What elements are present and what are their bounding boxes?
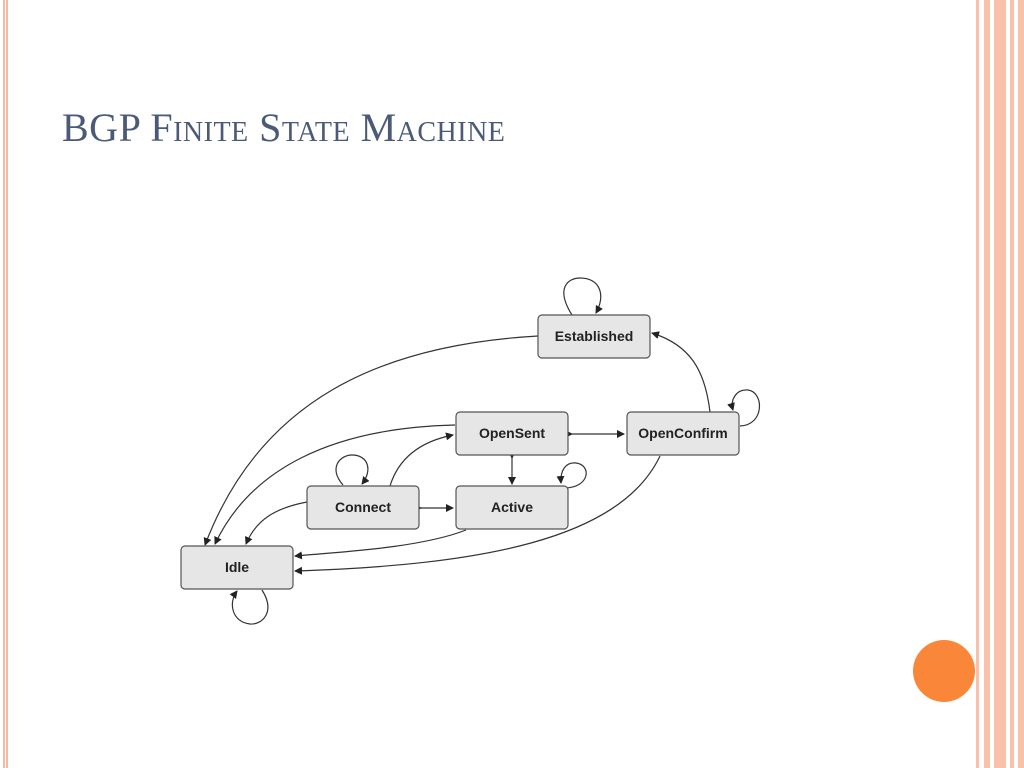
slide-left-border xyxy=(0,0,8,768)
active-to-idle-arrow xyxy=(294,529,467,560)
established-to-idle-arrow xyxy=(203,335,539,546)
state-node-openconfirm: OpenConfirm xyxy=(626,411,740,456)
openconfirm-to-established-arrow xyxy=(651,331,711,413)
state-label-idle: Idle xyxy=(225,559,249,575)
state-node-established: Established xyxy=(537,314,651,359)
state-label-established: Established xyxy=(555,328,634,344)
active-self-loop xyxy=(556,462,587,489)
state-node-opensent: OpenSent xyxy=(455,411,569,456)
connect-to-opensent-arrow xyxy=(389,432,454,487)
connect-to-idle-arrow xyxy=(245,501,308,545)
slide-title: BGP Finite State Machine xyxy=(62,105,506,150)
opensent-to-idle-arrow xyxy=(214,424,456,545)
state-node-connect: Connect xyxy=(306,485,420,530)
state-label-openconfirm: OpenConfirm xyxy=(638,425,727,441)
state-node-idle: Idle xyxy=(180,545,294,590)
state-label-connect: Connect xyxy=(335,499,391,515)
established-self-loop xyxy=(563,277,603,316)
state-label-opensent: OpenSent xyxy=(479,425,545,441)
openconfirm-self-loop xyxy=(727,389,761,427)
openconfirm-to-idle-arrow xyxy=(294,455,661,575)
state-node-active: Active xyxy=(455,485,569,530)
state-label-active: Active xyxy=(491,499,533,515)
idle-self-loop xyxy=(229,589,269,625)
connect-self-loop xyxy=(335,454,370,486)
right-decorative-stripes xyxy=(976,0,1024,768)
orange-accent-circle xyxy=(913,640,975,702)
